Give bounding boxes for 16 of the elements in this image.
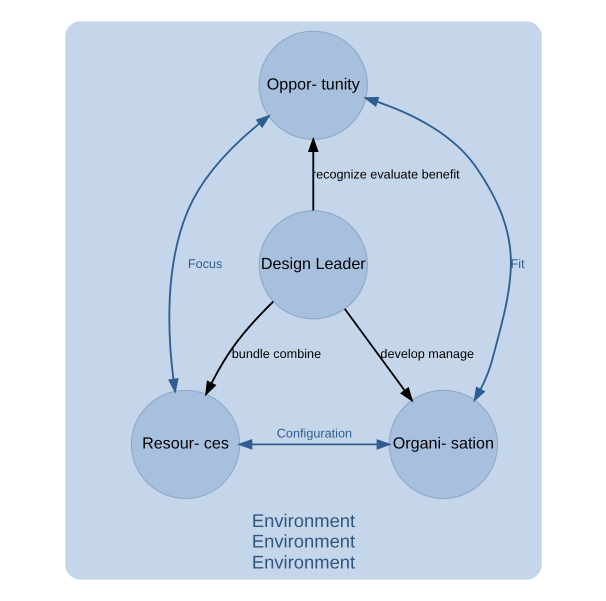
- edge-label: Fit: [510, 257, 524, 272]
- edge-label: Configuration: [276, 426, 352, 440]
- edge-label: develop manage: [380, 346, 474, 361]
- node-circle: Organi- sation: [388, 390, 498, 500]
- arrow: [344, 308, 413, 402]
- arrow: [168, 114, 270, 394]
- arrow: [362, 96, 512, 402]
- edge-label: recognize evaluate benefit: [311, 167, 460, 182]
- edge-label: Focus: [187, 257, 222, 272]
- arrow: [204, 300, 274, 396]
- node-circle: Resour- ces: [130, 390, 240, 500]
- node-circle: Design Leader: [258, 210, 368, 320]
- edge-label: bundle combine: [231, 346, 321, 361]
- arrow: [236, 439, 392, 450]
- node-circle: Oppor- tunity: [258, 30, 368, 140]
- arrow: [307, 136, 318, 211]
